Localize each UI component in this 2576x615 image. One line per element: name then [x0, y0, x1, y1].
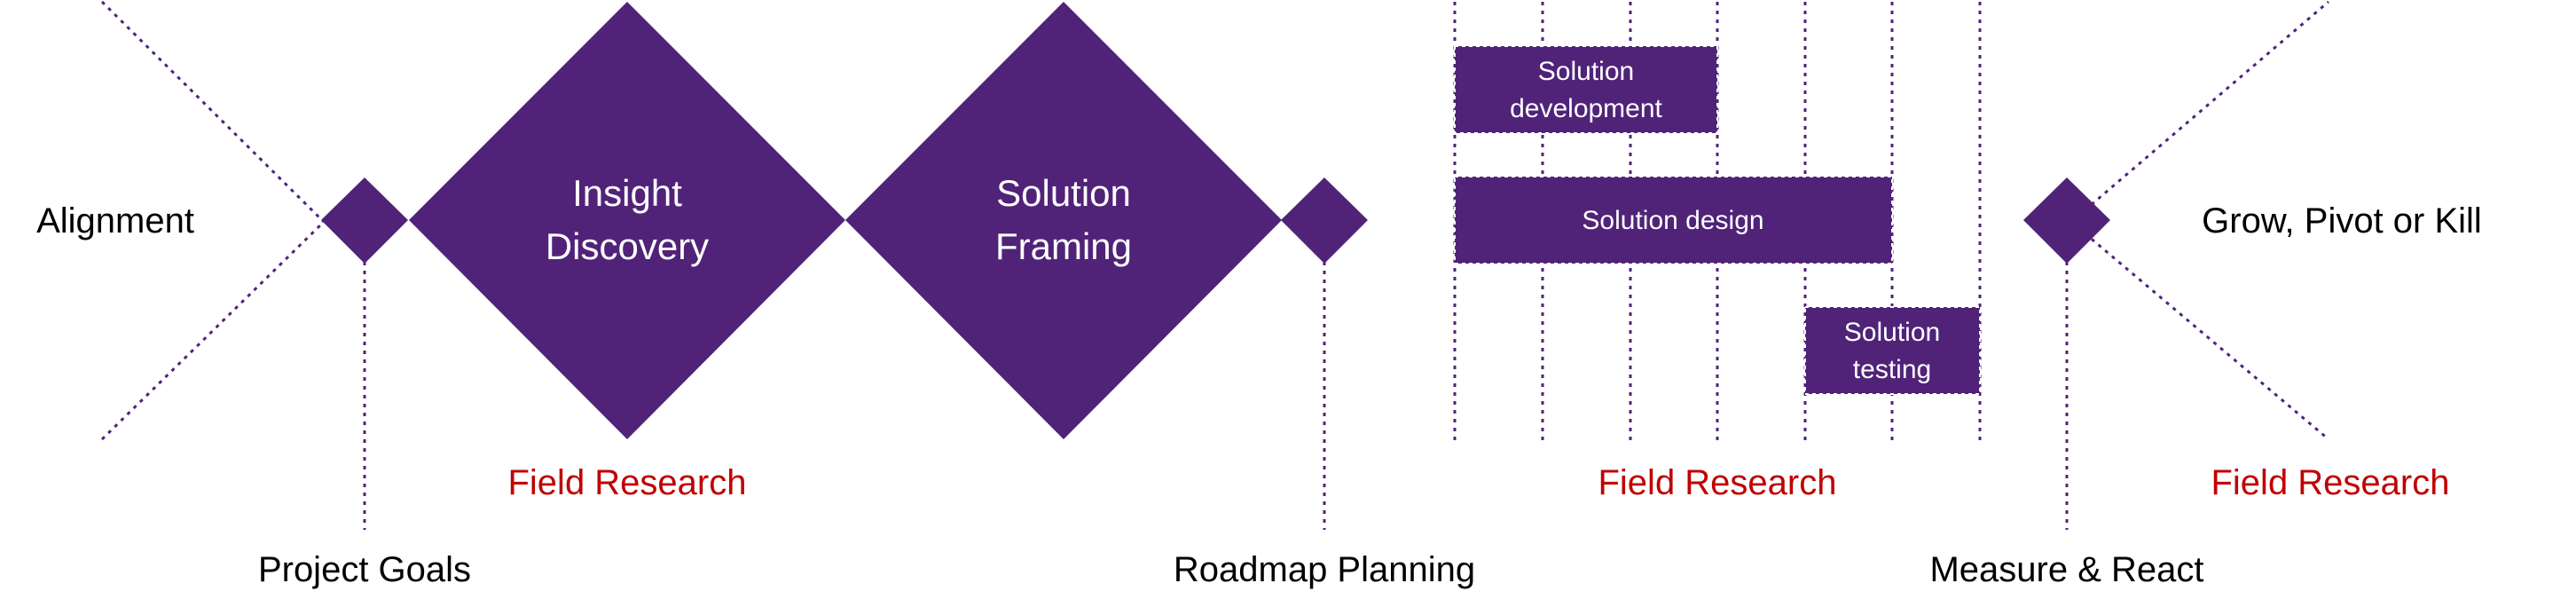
- bar-label-development-line1: Solution: [1538, 57, 1634, 86]
- label-project-goals: Project Goals: [258, 550, 471, 589]
- bar-solution-testing: [1804, 306, 1981, 395]
- bar-solution-design: [1454, 176, 1893, 264]
- label-grow-pivot-kill: Grow, Pivot or Kill: [2202, 201, 2482, 240]
- milestone-diamond-roadmap-planning: [1281, 177, 1368, 264]
- guide-line-right-upper: [2070, 0, 2329, 224]
- diamond-label-framing: Framing: [995, 225, 1132, 267]
- label-field-research-2: Field Research: [1598, 463, 1836, 502]
- guide-line-right-lower: [2070, 220, 2329, 441]
- label-alignment: Alignment: [36, 201, 194, 240]
- milestone-diamond-project-goals: [321, 177, 408, 264]
- text-labels: Alignment Grow, Pivot or Kill Insight Di…: [36, 57, 2482, 589]
- bar-label-testing-line2: testing: [1853, 355, 1931, 384]
- guide-line-left-upper: [100, 0, 326, 224]
- diamond-shapes: [321, 2, 2110, 439]
- label-roadmap-planning: Roadmap Planning: [1174, 550, 1475, 589]
- diamond-insight-discovery: [409, 2, 845, 439]
- bar-label-development-line2: development: [1510, 94, 1662, 123]
- guide-line-left-lower: [100, 220, 326, 441]
- diamond-label-insight: Insight: [572, 172, 682, 214]
- milestone-diamond-measure-react: [2023, 177, 2110, 264]
- diamond-label-discovery: Discovery: [546, 225, 709, 267]
- bar-solution-development: [1454, 45, 1718, 134]
- label-field-research-3: Field Research: [2211, 463, 2449, 502]
- bar-label-design: Solution design: [1582, 206, 1763, 235]
- label-field-research-1: Field Research: [507, 463, 746, 502]
- diamond-label-solution: Solution: [996, 172, 1131, 214]
- solution-bars: [1454, 45, 1981, 395]
- bar-label-testing-line1: Solution: [1844, 318, 1940, 347]
- label-measure-react: Measure & React: [1929, 550, 2203, 589]
- diamond-solution-framing: [845, 2, 1282, 439]
